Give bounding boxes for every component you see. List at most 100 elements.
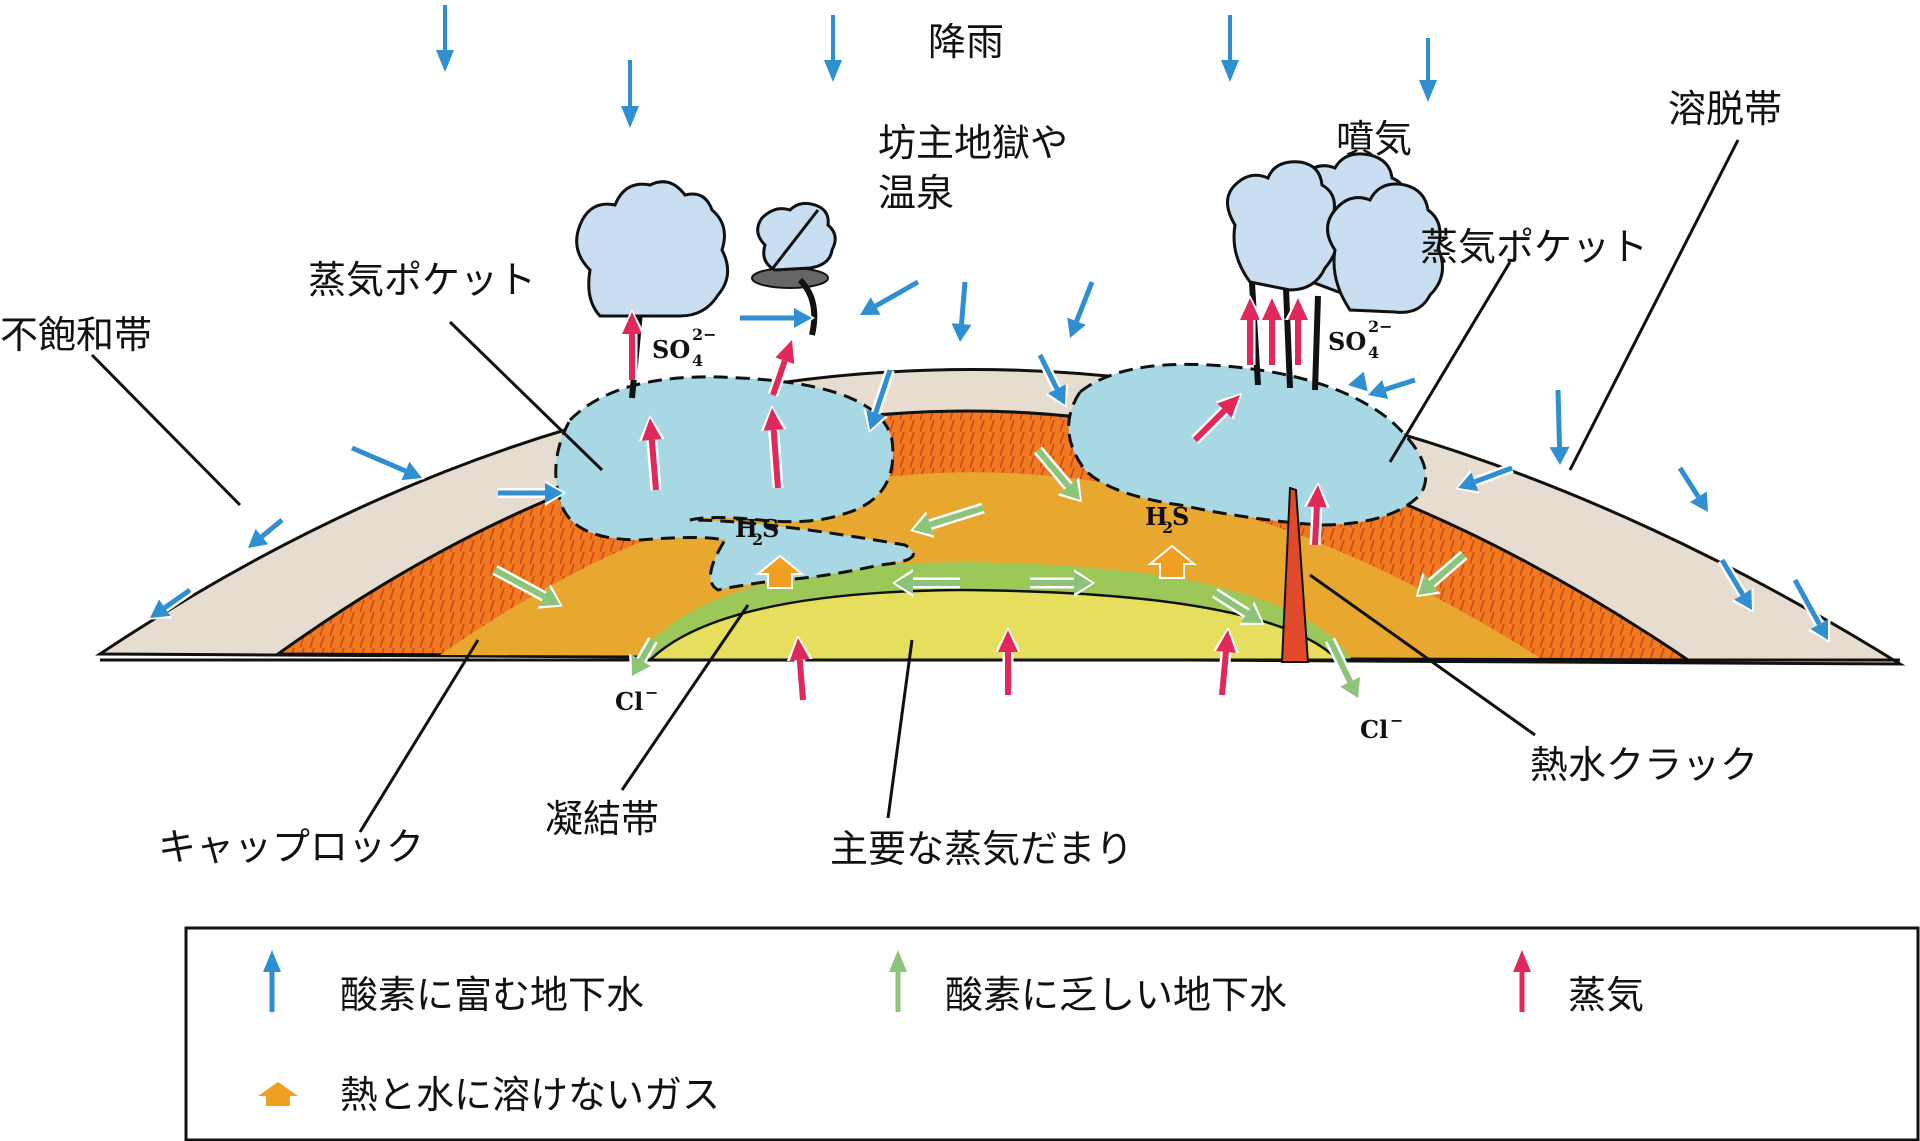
oxygen-poor-arrow [1415,550,1468,597]
steam-arrow [1191,392,1243,444]
svg-text:Cl: Cl [1360,715,1388,744]
legend: 酸素に富む地下水 酸素に乏しい地下水 蒸気 熱と水に溶けないガス [184,926,1920,1141]
steam-arrow [767,337,798,397]
legend-box [184,926,1920,1141]
label-steam-pocket-right: 蒸気ポケット [1420,225,1648,269]
steam-arrow [638,415,665,491]
flow-arrows [147,5,1831,701]
legend-oxygen-rich-water: 酸素に富む地下水 [340,973,644,1017]
oxygen-rich-arrow [498,480,566,506]
oxygen-rich-arrow [1675,465,1710,515]
oxygen-rich-arrow [1064,280,1097,341]
svg-text:2−: 2− [692,325,717,344]
legend-oxygen-poor-icon [889,950,907,1012]
svg-text:H: H [1145,502,1168,531]
svg-text:2−: 2− [1368,317,1393,336]
oxygen-rich-arrow [857,277,921,318]
rain-arrow [621,60,639,128]
svg-text:4: 4 [692,351,703,370]
chem-so4-left: SO 4 2− [652,325,717,370]
gas-arrow [1147,544,1197,579]
oxygen-rich-arrow [1455,463,1514,494]
label-steam-pocket-left: 蒸気ポケット [308,258,536,302]
legend-icons [258,950,1531,1106]
oxygen-poor-arrow [1030,569,1095,597]
steam-arrow [786,635,813,701]
label-bozu-jigoku-1: 坊主地獄や [878,121,1068,165]
label-leaching-zone: 溶脱帯 [1668,87,1782,131]
steam-arrow [1285,295,1311,365]
oxygen-rich-arrow [245,516,286,550]
steam-pocket-right-shape [1067,362,1428,527]
oxygen-poor-arrow [492,565,563,609]
leader-lines [90,139,1740,833]
legend-gas-icon [258,1082,298,1106]
rain-arrow [1419,38,1437,102]
label-caprock: キャップロック [158,825,424,869]
oxygen-rich-arrow [740,305,815,331]
rain-arrow [436,5,454,72]
steam-arrow [1213,627,1239,696]
steam-arrow [1259,295,1285,365]
oxygen-rich-arrow [350,443,425,483]
chem-so4-right: SO 4 2− [1328,317,1393,362]
steam-arrow [1237,295,1263,365]
oxygen-rich-arrow [147,585,193,620]
svg-text:S: S [762,514,779,543]
steam-cloud-left [575,180,730,318]
oxygen-poor-arrow [892,569,960,597]
steam-cloud-right [1226,152,1444,314]
oxygen-rich-arrow [1035,352,1069,408]
chem-h2s-left: H 2 S [735,514,779,549]
label-rain: 降雨 [928,20,1004,64]
svg-text:H: H [735,514,758,543]
legend-steam-icon [1513,950,1531,1012]
svg-text:4: 4 [1368,343,1379,362]
oxygen-poor-arrow [1212,588,1265,626]
oxygen-rich-arrow [1717,557,1754,613]
svg-text:2: 2 [752,530,763,549]
steam-arrow [1303,482,1330,546]
label-condensation-zone: 凝結帯 [545,797,659,841]
steam-arrow [995,627,1021,695]
oxygen-poor-arrow [628,637,658,679]
gas-arrow [755,554,805,589]
svg-text:SO: SO [1328,327,1366,356]
legend-heat-and-gas: 熱と水に溶けないガス [340,1073,720,1117]
rain-arrow [1221,15,1239,82]
label-main-steam-reservoir: 主要な蒸気だまり [830,827,1133,871]
svg-text:−: − [1390,711,1403,730]
oxygen-rich-arrow [1546,389,1573,468]
hot-spring-conduit [797,277,818,336]
oxygen-rich-arrow [1790,577,1831,643]
oxygen-rich-arrow [1345,368,1369,395]
oxygen-poor-arrow [1033,446,1082,503]
steam-arrow [619,309,645,380]
hydrothermal-crack-shape [1280,486,1310,663]
oxygen-poor-arrow [910,502,985,538]
svg-text:S: S [1172,502,1189,531]
label-fumarole: 噴気 [1336,117,1412,161]
rain-arrow [824,15,842,82]
svg-text:−: − [645,683,658,702]
svg-text:Cl: Cl [615,687,643,716]
svg-text:2: 2 [1162,518,1173,537]
legend-oxygen-rich-icon [263,950,281,1012]
chem-h2s-right: H 2 S [1145,502,1189,537]
svg-text:SO: SO [652,335,690,364]
label-bozu-jigoku-2: 温泉 [878,171,954,215]
label-unsaturated-zone: 不飽和帯 [0,313,152,357]
oxygen-poor-arrow [1325,637,1363,701]
oxygen-rich-arrow [948,281,975,345]
legend-steam: 蒸気 [1568,973,1644,1017]
chem-cl-left: Cl − [615,683,658,716]
oxygen-rich-arrow [1365,375,1417,402]
oxygen-rich-arrow [863,368,895,433]
hot-spring-pool [751,267,829,289]
legend-oxygen-poor-water: 酸素に乏しい地下水 [945,973,1287,1017]
label-hydrothermal-crack: 熱水クラック [1530,743,1758,787]
chem-cl-right: Cl − [1360,711,1403,744]
steam-arrow [760,405,787,489]
